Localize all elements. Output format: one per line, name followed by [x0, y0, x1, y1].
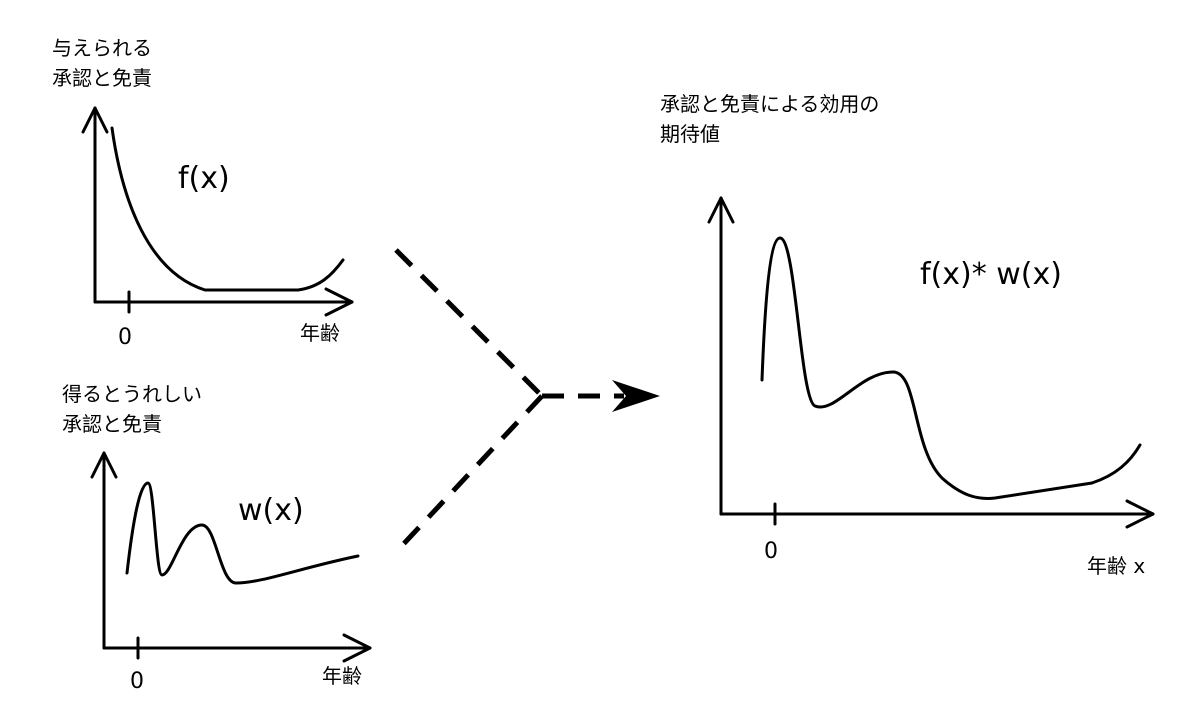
panel-result-xlabel: 年齢 x	[1087, 554, 1145, 578]
panel-result-ylabel-line2: 期待値	[660, 122, 720, 146]
panel-w-xlabel: 年齢	[322, 664, 362, 688]
panel-f-ylabel-line1: 与えられる	[52, 36, 152, 60]
panel-w-curve	[125, 481, 360, 585]
panel-result-func-label: f(x)* w(x)	[920, 257, 1062, 292]
dashed-arrow-head	[612, 380, 660, 412]
panel-result-ylabel-line1: 承認と免責による効用の	[660, 92, 879, 116]
combine-connector	[394, 248, 660, 554]
panel-w-origin-label: 0	[130, 669, 144, 694]
dashed-line-lower	[394, 394, 544, 554]
panel-w-y-arrowhead	[90, 451, 118, 479]
panel-f-func-label: f(x)	[178, 161, 230, 196]
panel-f-x-arrowhead	[324, 287, 354, 317]
panel-w-func-label: w(x)	[238, 493, 304, 528]
panel-f: 与えられる 承認と免責 f(x) 0 年齢	[52, 36, 354, 350]
panel-w-ylabel-line1: 得るとうれしい	[62, 382, 202, 406]
panel-f-xlabel: 年齢	[300, 321, 340, 345]
panel-f-curve	[110, 126, 345, 292]
panel-result-y-arrowhead	[707, 196, 735, 224]
panel-f-ylabel-line2: 承認と免責	[52, 66, 152, 90]
panel-result-x-arrowhead	[1125, 499, 1155, 529]
panel-w-x-arrowhead	[342, 633, 372, 663]
panel-result-curve	[760, 236, 1142, 500]
panel-w: 得るとうれしい 承認と免責 w(x) 0 年齢	[62, 382, 372, 694]
panel-result: 承認と免責による効用の 期待値 f(x)* w(x) 0 年齢 x	[660, 92, 1155, 578]
panel-f-origin-label: 0	[118, 325, 132, 350]
panel-f-y-arrowhead	[81, 106, 109, 134]
panel-result-origin-label: 0	[764, 539, 778, 564]
dashed-line-upper	[394, 248, 544, 398]
panel-w-ylabel-line2: 承認と免責	[62, 412, 162, 436]
